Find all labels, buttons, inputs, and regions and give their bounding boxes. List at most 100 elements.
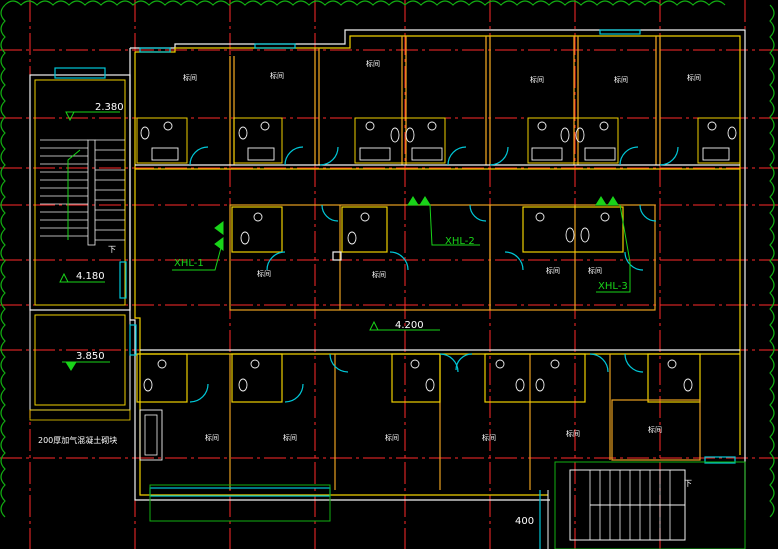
door-arc (624, 353, 644, 373)
sink-icon (667, 359, 677, 369)
bath-mid-3 (522, 206, 624, 253)
room-label: 标间 (546, 266, 560, 275)
door-arc (589, 353, 609, 373)
door-arc (284, 146, 304, 166)
outer-wall-white (129, 48, 550, 501)
stair-treads (40, 139, 125, 241)
landscape-tree-border (0, 0, 775, 518)
xhl2-marker-icon (407, 196, 419, 206)
room-label: 标间 (205, 433, 219, 442)
sink-icon (707, 121, 717, 131)
stair-window-top (54, 67, 106, 79)
tree-row-top (4, 0, 726, 6)
bath-bot-3 (391, 353, 441, 403)
level-text-top: 2.380 (95, 102, 124, 113)
column (332, 251, 342, 261)
slab-note: 200厚加气混凝土砌块 (38, 435, 117, 445)
mid-rooms-right (489, 204, 656, 311)
window-right (704, 456, 736, 464)
toilet-icon (515, 378, 525, 392)
sink-icon (599, 121, 609, 131)
bath-mid-2 (341, 206, 388, 253)
level-text-corridor: 4.200 (395, 320, 424, 331)
sink-icon (600, 212, 610, 222)
level-triangle-lower (65, 361, 77, 371)
room-label: 标间 (614, 75, 628, 84)
door-arc (266, 251, 286, 271)
window-top (139, 47, 171, 53)
stair-right-down-label: 下 (684, 479, 692, 488)
sink-icon (535, 212, 545, 222)
sink-icon (410, 359, 420, 369)
side-door (119, 261, 127, 299)
door-arc (455, 353, 473, 371)
balcony-planter (149, 484, 331, 522)
toilet-icon (560, 127, 570, 143)
toilet-icon (575, 127, 585, 143)
bath-bot-2 (231, 353, 283, 403)
sink-icon (537, 121, 547, 131)
toilet-icon (425, 378, 435, 392)
shower-icon (702, 147, 730, 161)
bath-mid-1 (231, 206, 283, 253)
building-shell (129, 29, 746, 520)
door-arc (439, 353, 459, 373)
room-label: 标间 (566, 429, 580, 438)
sink-icon (360, 212, 370, 222)
door-arc (319, 146, 339, 166)
toilet-icon (727, 126, 737, 140)
stair-handrail-well (87, 139, 96, 246)
storage-closet (139, 409, 163, 461)
door-arc (189, 146, 209, 166)
xhl1-marker-icon (214, 221, 224, 235)
room-label: 标间 (183, 73, 197, 82)
dimension-400: 400 (515, 516, 534, 527)
annotations: 2.380 4.180 4.200 3.850 XHL-1 XHL-2 XHL-… (38, 59, 701, 527)
xhl1-leader (172, 243, 223, 271)
sink-icon (495, 359, 505, 369)
xhl2-label: XHL-2 (445, 236, 475, 247)
outer-wall-yellow (134, 52, 548, 496)
bath-top-1 (136, 117, 188, 164)
door-arc (321, 204, 339, 222)
shower-icon (411, 147, 443, 161)
room-bot-6 (611, 399, 701, 461)
toilet-icon (565, 227, 575, 243)
room-label: 标间 (270, 71, 284, 80)
stair-right-enclosure (554, 461, 746, 549)
sink-icon (157, 359, 167, 369)
xhl1-label: XHL-1 (174, 258, 204, 269)
right-stair-core (539, 461, 746, 549)
room-label: 标间 (283, 433, 297, 442)
bath-bot-4 (484, 353, 586, 403)
xhl3-label: XHL-3 (598, 281, 628, 292)
middle-block (119, 204, 657, 311)
top-rooms-partitions (135, 36, 740, 170)
door-arc (659, 146, 679, 166)
level-triangle-top (65, 111, 75, 122)
toilet-icon (683, 378, 693, 392)
room-label: 标间 (372, 270, 386, 279)
tree-row-left (0, 4, 6, 518)
bath-top-4 (527, 117, 619, 164)
top-bathrooms (136, 117, 741, 164)
toilet-icon (405, 127, 415, 143)
door-arc (189, 383, 209, 403)
toilet-icon (238, 126, 248, 140)
bath-bot-1 (136, 353, 188, 403)
sink-icon (163, 121, 173, 131)
xhl2-leader (429, 204, 480, 246)
xhl2-marker-icon (419, 196, 431, 206)
door-arc (284, 383, 304, 403)
sink-icon (427, 121, 437, 131)
toilet-icon (240, 231, 250, 245)
xhl3-marker-icon (607, 196, 619, 206)
door-arc (504, 251, 524, 271)
door-arc (469, 204, 487, 222)
sink-icon (365, 121, 375, 131)
toilet-icon (535, 378, 545, 392)
xhl3-leader (596, 204, 631, 293)
toilet-icon (347, 231, 357, 245)
